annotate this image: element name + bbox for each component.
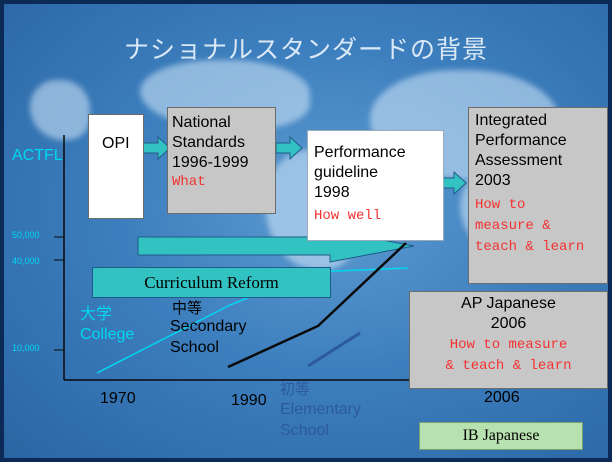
secondary-jp-label: 中等 — [172, 299, 203, 317]
college-jp-label: 大学 — [80, 304, 113, 323]
performance-line1: Performance — [314, 144, 406, 161]
ipa-line2: Performance — [475, 132, 567, 149]
arrow-opi-to-standards — [142, 135, 171, 161]
national-standards-box: National Standards 1996-1999 What — [167, 107, 276, 214]
tick-label-40k: 40,000 — [12, 256, 40, 266]
ipa-red3: teach & learn — [475, 239, 585, 255]
secondary-line2: School — [170, 339, 219, 356]
secondary-trend-line — [227, 242, 407, 369]
ipa-line3: Assessment — [475, 152, 563, 169]
ipa-red1: How to — [475, 197, 526, 213]
actfl-label: ACTFL — [12, 147, 63, 164]
ib-japanese-label: IB Japanese — [462, 427, 540, 444]
elementary-line1: Elementary — [280, 401, 361, 418]
performance-how: How well — [314, 208, 382, 224]
tick-label-50k: 50,000 — [12, 230, 40, 240]
national-line1: National — [172, 114, 231, 131]
ipa-red2: measure & — [475, 218, 551, 234]
curriculum-reform-box: Curriculum Reform — [92, 267, 331, 298]
year-1990: 1990 — [231, 392, 267, 409]
ipa-box: Integrated Performance Assessment 2003 H… — [468, 107, 608, 284]
ap-red2: & teach & learn — [445, 358, 572, 374]
ib-japanese-box: IB Japanese — [419, 422, 583, 450]
year-2006: 2006 — [484, 389, 520, 406]
ap-line2: 2006 — [490, 315, 527, 332]
opi-label: OPI — [102, 135, 130, 152]
ipa-year: 2003 — [475, 172, 511, 189]
ap-red1: How to measure — [449, 337, 568, 353]
ipa-line1: Integrated — [475, 112, 548, 129]
performance-year: 1998 — [314, 184, 350, 201]
arrow-guideline-to-ipa — [440, 170, 467, 196]
curriculum-reform-label: Curriculum Reform — [144, 273, 279, 292]
secondary-line1: Secondary — [170, 318, 247, 335]
ap-japanese-box: AP Japanese 2006 How to measure & teach … — [409, 291, 608, 389]
tick-label-10k: 10,000 — [12, 343, 40, 353]
slide-title: ナショナルスタンダードの背景 — [123, 35, 488, 64]
performance-guideline-box: Performance guideline 1998 How well — [307, 130, 444, 241]
elementary-jp-label: 初等 — [280, 380, 311, 398]
national-what: What — [172, 174, 206, 190]
national-line2: Standards — [172, 134, 245, 151]
opi-box: OPI — [88, 114, 144, 219]
national-years: 1996-1999 — [172, 154, 249, 171]
performance-line2: guideline — [314, 164, 379, 181]
elementary-trend-line — [307, 331, 361, 368]
ap-line1: AP Japanese — [461, 295, 556, 312]
arrow-standards-to-guideline — [275, 135, 303, 161]
map-land-alaska — [30, 80, 90, 140]
college-en-label: College — [80, 326, 135, 343]
elementary-line2: School — [280, 422, 329, 439]
year-1970: 1970 — [100, 390, 136, 407]
